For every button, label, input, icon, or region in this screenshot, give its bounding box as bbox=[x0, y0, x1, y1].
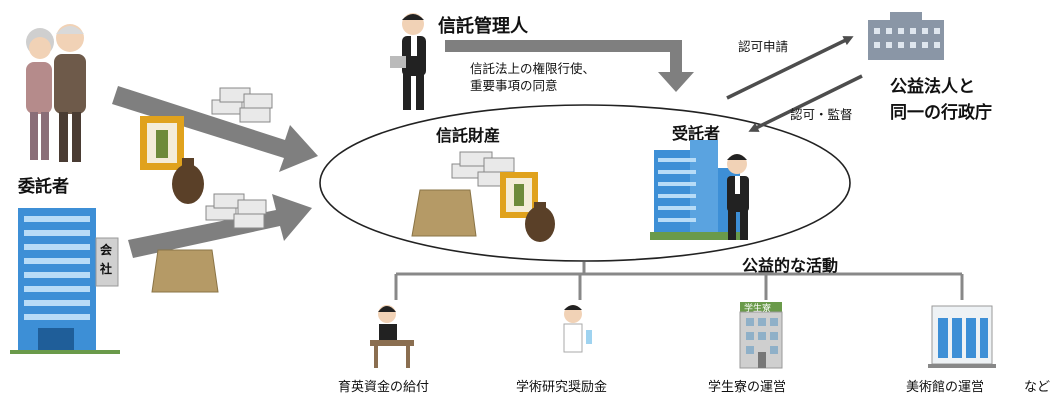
authority-label: 公益法人と 同一の行政庁 bbox=[890, 77, 992, 123]
researcher-icon bbox=[563, 305, 592, 353]
approve-label: 認可・監督 bbox=[790, 107, 853, 122]
activities-suffix: など bbox=[1024, 380, 1051, 395]
public-activity-label: 公益的な活動 bbox=[742, 256, 839, 275]
vase-icon bbox=[525, 202, 555, 242]
trust-manager-arrow bbox=[445, 40, 694, 92]
activity-label: 美術館の運営 bbox=[906, 380, 985, 395]
money-icon bbox=[211, 87, 273, 123]
student-desk-icon bbox=[370, 305, 414, 368]
money-icon bbox=[451, 151, 515, 187]
dormitory-icon bbox=[739, 302, 783, 369]
settlor-label: 委託者 bbox=[18, 177, 69, 197]
transfer-arrow-top bbox=[112, 86, 318, 172]
trust-manager-note: 信託法上の権限行使、 重要事項の同意 bbox=[470, 61, 596, 93]
transfer-arrow-bottom bbox=[128, 194, 312, 258]
activity-label: 学術研究奨励金 bbox=[516, 380, 608, 395]
approve-arrow bbox=[748, 74, 863, 132]
painting-icon bbox=[500, 172, 538, 218]
vase-icon bbox=[172, 158, 204, 204]
activity-tree bbox=[394, 262, 964, 300]
museum-icon bbox=[928, 305, 996, 368]
trust-manager-label: 信託管理人 bbox=[438, 16, 528, 37]
land-icon bbox=[151, 249, 219, 293]
dorm-sign: 学生寮 bbox=[744, 304, 772, 314]
land-icon bbox=[411, 189, 477, 237]
activity-label: 育英資金の給付 bbox=[338, 380, 430, 395]
company-sign: 会 社 bbox=[100, 243, 113, 276]
apply-label: 認可申請 bbox=[738, 39, 789, 54]
trustee-label: 受託者 bbox=[672, 124, 721, 143]
trust-property-label: 信託財産 bbox=[436, 126, 501, 145]
apply-arrow bbox=[726, 36, 854, 100]
painting-icon bbox=[140, 116, 184, 170]
activity-label: 学生寮の運営 bbox=[708, 380, 787, 395]
money-icon bbox=[205, 193, 267, 229]
trust-ellipse bbox=[319, 104, 851, 262]
